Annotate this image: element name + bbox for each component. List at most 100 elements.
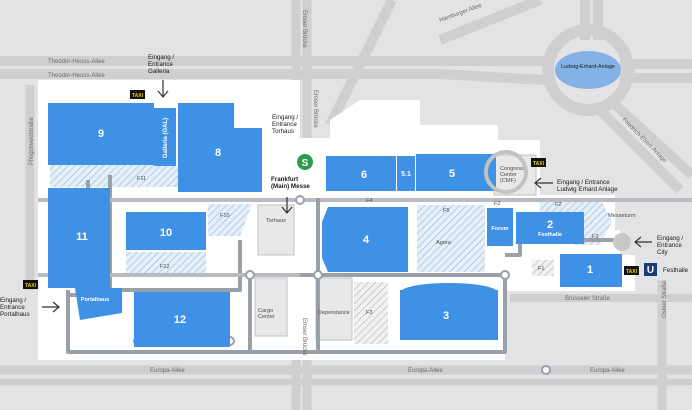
hall-8-label: 8 [215, 147, 221, 159]
svg-text:TAXI: TAXI [626, 269, 638, 275]
messeturm-tower [613, 233, 631, 251]
europa-allee-label-1: Europa-Allee [150, 368, 185, 374]
taxi-icon-portalhaus: TAXI [23, 280, 38, 289]
hall-labels: 9 8 11 10 12 6 5.1 5 4 3 2 1 Galleria (G… [76, 118, 593, 326]
messeturm-label: Messeturm [608, 213, 636, 219]
torhaus-label: Torhaus [266, 218, 286, 224]
portalhaus-label: Portalhaus [81, 297, 109, 303]
hall-4-label: 4 [363, 234, 370, 246]
hall-11-shape [48, 188, 110, 288]
hall-5-1-shape [397, 156, 415, 191]
hall-8-shape [178, 103, 262, 192]
service-buildings [254, 154, 537, 341]
roundabout-label-line: Ludwig-Erhard-Anlage [561, 64, 615, 70]
osloer-strasse-label: Osloer Straße [662, 280, 668, 318]
s-bahn-icon [297, 154, 313, 170]
emser-bruecke-label-2: Emser Brücke [312, 90, 318, 128]
hall-10-label: 10 [160, 227, 172, 239]
europa-allee-label-3: Europa-Allee [590, 368, 625, 374]
galleria-shape [154, 108, 176, 166]
hall-10-shape [126, 212, 206, 250]
svg-text:TAXI: TAXI [25, 283, 37, 289]
taxi-stands: TAXI TAXI TAXI TAXI [23, 90, 639, 289]
pfingstweidstrasse-label: Pfingstweidstraße [29, 117, 35, 165]
f10-label: F10 [220, 213, 230, 219]
hall-5-label: 5 [449, 168, 455, 180]
f11-label: F11 [137, 176, 146, 182]
svg-text:TAXI: TAXI [533, 161, 545, 167]
svg-text:TAXI: TAXI [132, 93, 144, 99]
hall-2-label: 2 [547, 219, 553, 231]
s-bahn-letter: S [302, 158, 309, 169]
f4-label: F4 [366, 198, 373, 204]
hall-6-shape [326, 156, 396, 191]
hall-3-label: 3 [443, 310, 449, 322]
station-name: Frankfurt(Main) Messe [271, 176, 310, 190]
u-bahn-icon [644, 263, 657, 276]
area-labels: F11 F10 F12 F4 F5 F3 F1 F2 F2 F2 Agora T… [137, 166, 636, 320]
hall-3-shape [400, 290, 498, 340]
hall-9-label: 9 [98, 128, 104, 140]
hall-6-label: 6 [361, 169, 367, 181]
forum-label: Forum [491, 226, 508, 232]
arrow-down-icon [281, 197, 293, 214]
congress-center-dome [484, 150, 528, 194]
hall-1-shape [560, 254, 622, 287]
hall-12-label: 12 [174, 314, 186, 326]
europa-allee-label-2: Europa-Allee [408, 368, 443, 374]
festhalle-label: Festhalle [538, 232, 562, 238]
hall-9-shape [48, 103, 154, 165]
arrow-left-icon [534, 177, 553, 189]
exhibition-halls [48, 103, 622, 347]
f5-label: F5 [443, 208, 450, 214]
hall-3-dome [401, 283, 497, 301]
forum-shape [487, 208, 513, 246]
s-bahn-station[interactable]: S [297, 154, 313, 170]
taxi-icon-ludwig-erhard: TAXI [531, 158, 546, 167]
u-bahn-letter: U [647, 265, 654, 276]
f2-label-b: F2 [555, 202, 562, 208]
arrow-left-icon [634, 236, 652, 248]
theodor-heuss-label-2: Theodor-Heuss-Allee [48, 73, 105, 79]
portalhaus-shape [75, 288, 122, 320]
galleria-label: Galleria (GAL) [163, 118, 169, 158]
ludwig-erhard-roundabout [555, 51, 621, 89]
hall-2-shape [516, 212, 584, 244]
taxi-icon-galleria: TAXI [130, 90, 145, 99]
hall-4-shape [322, 207, 408, 272]
bruesseler-strasse-label: Brüsseler Straße [565, 296, 611, 302]
arrow-down-icon [157, 80, 169, 98]
hall-5-1-label: 5.1 [401, 171, 411, 178]
agora-label: Agora [436, 240, 452, 246]
theodor-heuss-label-1: Theodor-Heuss-Allee [48, 59, 105, 65]
dependance-label: Dependance [318, 310, 350, 316]
hall-11-label: 11 [76, 231, 88, 243]
hall-1-label: 1 [587, 264, 593, 276]
taxi-icon-festhalle: TAXI [624, 266, 639, 275]
emser-bruecke-label-1: Emser Brücke [301, 10, 307, 48]
hall-5-shape [416, 154, 496, 191]
emser-bruecke-label-3: Emser Brücke [301, 318, 307, 356]
u-bahn-station[interactable]: U [644, 263, 657, 276]
hall-12-shape [134, 292, 230, 347]
f3-label: F3 [366, 310, 373, 316]
f1-label: F1 [538, 266, 545, 272]
arrow-right-icon [42, 301, 60, 313]
f2-label-a: F2 [494, 201, 501, 207]
f2-label-c: F2 [592, 234, 599, 240]
u-bahn-label: Festhalle [663, 267, 689, 274]
